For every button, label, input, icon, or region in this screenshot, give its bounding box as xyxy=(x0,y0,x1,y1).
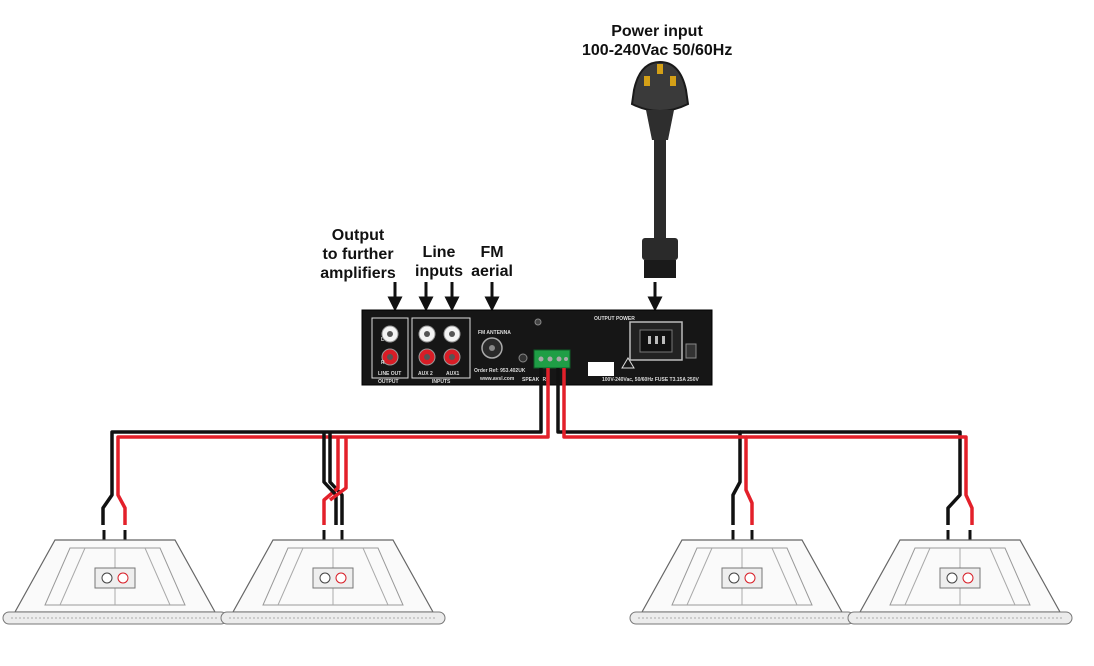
power-input-title: Power input xyxy=(611,23,703,40)
iec-connector xyxy=(642,238,678,278)
svg-text:LINE OUT: LINE OUT xyxy=(378,371,401,377)
ceiling-speaker-1 xyxy=(2,539,228,625)
svg-text:SPEAKERS: SPEAKERS xyxy=(522,377,550,383)
output-label: Output to further amplifiers xyxy=(318,226,398,283)
output-label-line1: Output xyxy=(331,227,385,244)
fm-aerial-line1: FM xyxy=(480,244,504,261)
amplifier-rear-panel: L R LINE OUT OUTPUT AUX 2 AUX1 INPUTS FM… xyxy=(361,309,713,386)
output-label-line2: to further xyxy=(322,246,394,263)
ceiling-speaker-3 xyxy=(629,539,855,625)
power-plug xyxy=(630,60,690,140)
svg-text:OUTPUT POWER: OUTPUT POWER xyxy=(594,316,635,322)
output-label-line3: amplifiers xyxy=(320,265,396,282)
power-input-spec: 100-240Vac 50/60Hz xyxy=(582,42,733,59)
power-input-label: Power input 100-240Vac 50/60Hz xyxy=(582,22,732,60)
svg-text:INPUTS: INPUTS xyxy=(432,379,451,385)
svg-text:L: L xyxy=(381,337,384,343)
svg-text:FM ANTENNA: FM ANTENNA xyxy=(478,330,511,336)
line-inputs-label: Line inputs xyxy=(413,243,465,281)
line-inputs-line1: Line xyxy=(422,244,456,261)
line-inputs-line2: inputs xyxy=(415,263,463,280)
speaker-wiring xyxy=(101,368,974,525)
svg-text:Order Ref: 953.402UK: Order Ref: 953.402UK xyxy=(474,368,526,374)
svg-text:OUTPUT: OUTPUT xyxy=(378,379,399,385)
ceiling-speaker-4 xyxy=(847,539,1073,625)
svg-text:R: R xyxy=(381,360,385,366)
fm-aerial-label: FM aerial xyxy=(466,243,518,281)
svg-text:AUX1: AUX1 xyxy=(446,371,460,377)
speaker-arrows xyxy=(96,530,978,564)
ceiling-speaker-2 xyxy=(220,539,446,625)
svg-text:AUX 2: AUX 2 xyxy=(418,371,433,377)
iec-power-inlet xyxy=(629,321,683,361)
fm-aerial-line2: aerial xyxy=(471,263,513,280)
svg-text:www.avsl.com: www.avsl.com xyxy=(479,376,515,382)
svg-text:100V-240Vac, 50/60Hz FUSE T3.1: 100V-240Vac, 50/60Hz FUSE T3.15A 250V xyxy=(602,377,699,383)
